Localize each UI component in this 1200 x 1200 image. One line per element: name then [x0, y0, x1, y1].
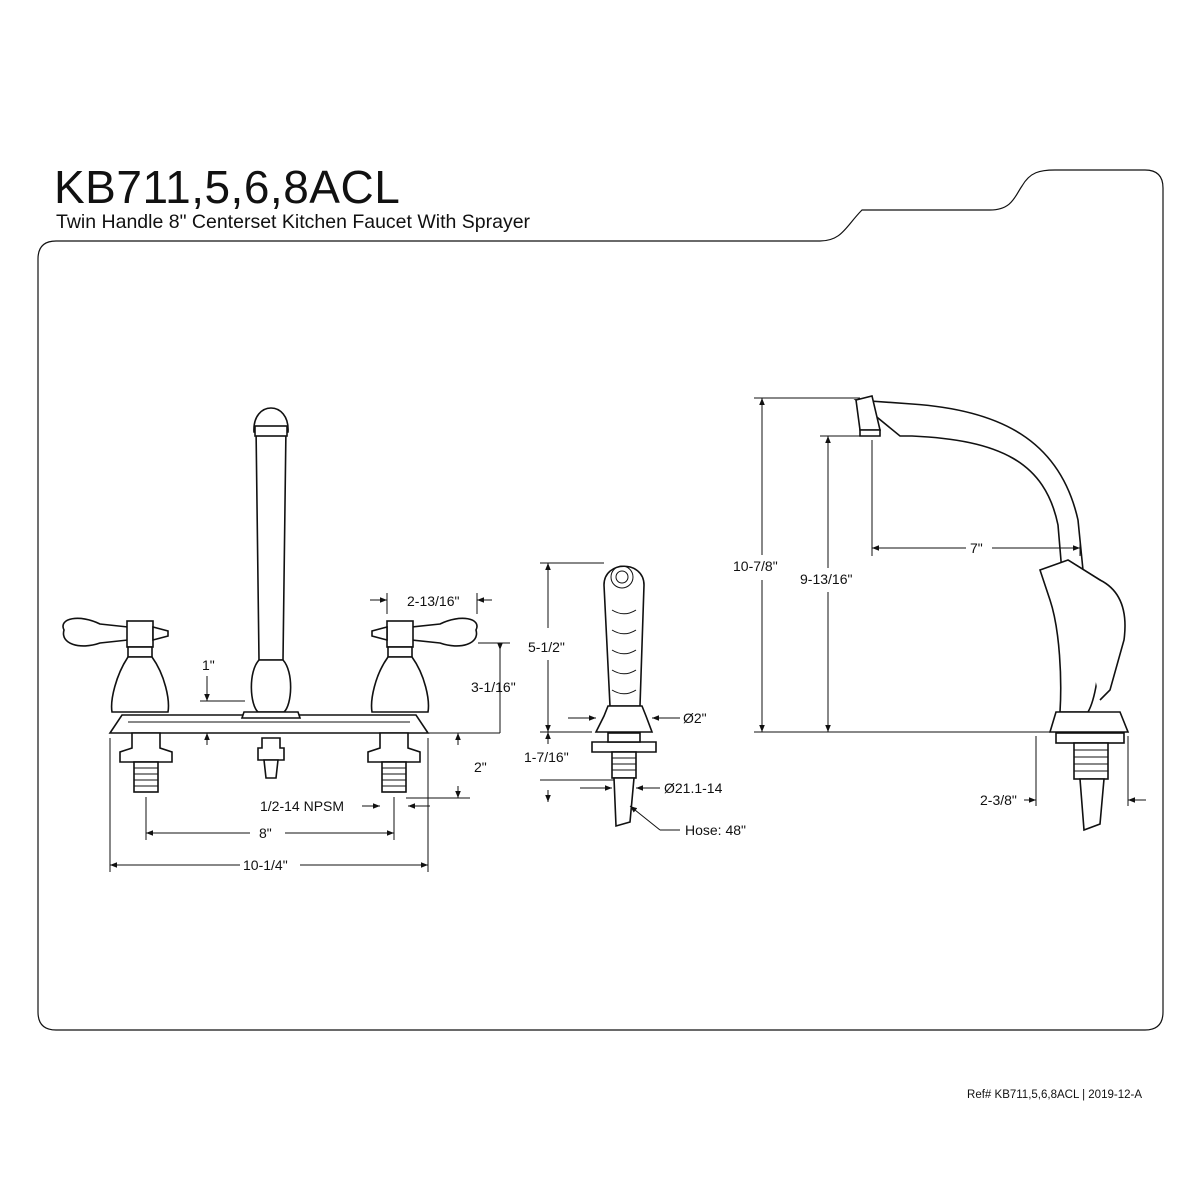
dim-handle-width: 2-13/16" [407, 593, 459, 609]
dim-shank-length: 2" [474, 759, 487, 775]
spout-column [255, 425, 287, 661]
product-description: Twin Handle 8" Centerset Kitchen Faucet … [56, 211, 531, 233]
right-shank [367, 732, 421, 763]
reference-note: Ref# KB711,5,6,8ACL | 2019-12-A [967, 1089, 1142, 1101]
center-stud [257, 737, 285, 761]
sprayer-shank [591, 741, 657, 753]
dim-overall-height: 10-7/8" [733, 558, 778, 574]
side-base [1048, 711, 1130, 733]
right-handle [411, 617, 478, 647]
dim-sprayer-height: 5-1/2" [528, 639, 565, 655]
hose-length-label: Hose: 48" [685, 822, 746, 838]
sheet-frame [37, 169, 1164, 1031]
deck-plate [108, 714, 430, 734]
dim-handle-rise: 1" [202, 657, 215, 673]
dim-base-diameter: Ø2" [683, 710, 707, 726]
front-view: 2-13/16" 1" 3-1/16" 2" 1/2-14 NPSM 8" [62, 407, 516, 873]
dim-sprayer-shank: 1-7/16" [524, 749, 569, 765]
sprayer-hose [613, 777, 635, 828]
left-handle [62, 617, 129, 647]
dim-sprayer-offset: 2-3/8" [980, 792, 1017, 808]
sprayer-base [594, 705, 654, 733]
dim-handle-height: 3-1/16" [471, 679, 516, 695]
dim-center-spacing: 8" [259, 825, 272, 841]
dim-spout-height: 9-13/16" [800, 571, 852, 587]
side-view: 10-7/8" 9-13/16" 7" 2-3/8" [733, 395, 1146, 832]
dim-overall-width: 10-1/4" [243, 857, 288, 873]
dim-spout-reach: 7" [970, 540, 983, 556]
dim-thread: 1/2-14 NPSM [260, 798, 344, 814]
sprayer-head [603, 565, 645, 707]
dim-sprayer-thread: Ø21.1-14 [664, 780, 723, 796]
model-title: KB711,5,6,8ACL [54, 161, 401, 213]
left-shank [119, 732, 173, 763]
sprayer-view: 5-1/2" Ø2" 1-7/16" Ø21.1-14 Hose: 48" [524, 562, 746, 838]
